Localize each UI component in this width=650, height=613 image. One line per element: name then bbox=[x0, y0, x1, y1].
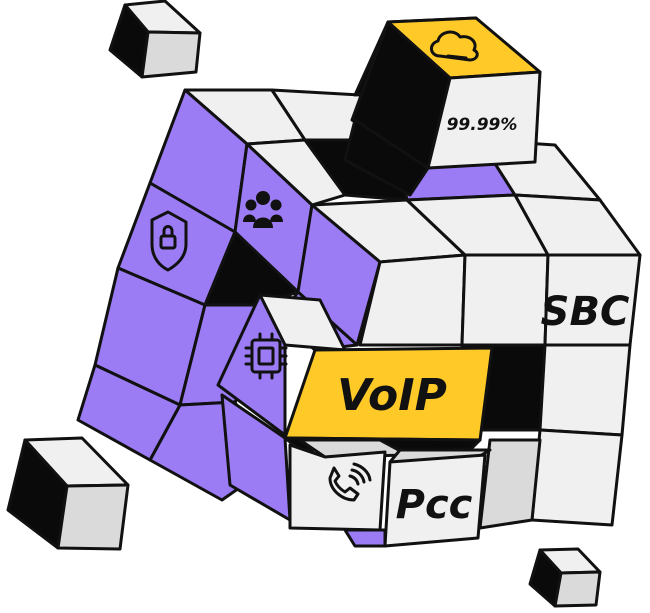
cloud-icon bbox=[430, 30, 479, 62]
big-cube-right-face bbox=[358, 253, 642, 530]
pcc-label: Pcc bbox=[396, 482, 473, 528]
voip-label: VoIP bbox=[337, 370, 447, 421]
floating-cube-bottom-left bbox=[6, 436, 130, 551]
phone-call-icon bbox=[328, 462, 372, 502]
sbc-label: SBC bbox=[541, 289, 630, 335]
pcc-cube bbox=[343, 448, 492, 548]
floating-cube-top-left bbox=[108, 0, 202, 79]
uptime-label: 99.99% bbox=[447, 115, 518, 135]
chip-icon bbox=[244, 332, 288, 380]
floating-cube-bottom-right bbox=[528, 547, 602, 608]
shield-lock-icon bbox=[150, 210, 188, 272]
people-icon bbox=[243, 191, 283, 228]
